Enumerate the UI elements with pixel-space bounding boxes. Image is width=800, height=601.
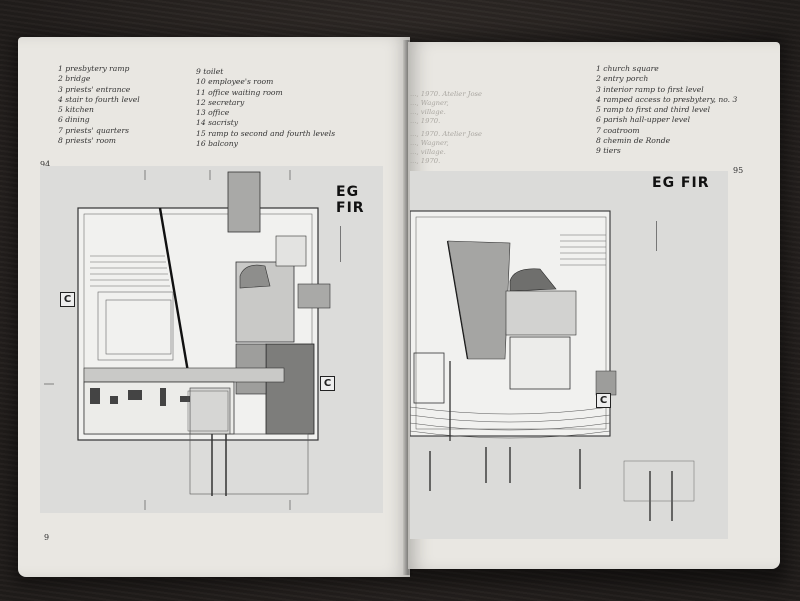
left-page-number: 94 [40, 160, 51, 169]
left-plan-drawing [40, 166, 383, 513]
legend-item: 3 priests' entrance [58, 84, 131, 94]
section-marker-left: C [60, 292, 75, 307]
plan-legend-block [340, 226, 367, 262]
legend-item: 1 church square [596, 64, 659, 73]
legend-item: 7 priests' quarters [58, 125, 129, 135]
legend-item: 2 bridge [58, 74, 91, 84]
legend-item: 9 tiers [596, 146, 621, 156]
legend-item: 7 coatroom [596, 125, 640, 135]
faint-line: ..., 1970. [410, 117, 441, 125]
legend-item: 14 sacristy [196, 118, 239, 128]
legend-item: 9 toilet [196, 67, 224, 76]
legend-item: 4 ramped access to presbytery, no. 3 [596, 94, 738, 104]
left-floor-plan: EG FIR C C [40, 166, 383, 513]
legend-item: 8 priests' room [58, 136, 116, 146]
legend-item: 13 office [196, 108, 230, 118]
legend-item: 6 dining [58, 115, 90, 125]
faint-bleed-text: ..., 1970. Atelier Jose ..., Wagner, ...… [410, 90, 482, 166]
legend-item: 6 parish hall-upper level [596, 115, 691, 125]
legend-item: 10 employee's room [196, 77, 274, 87]
legend-item: 5 kitchen [58, 105, 94, 115]
plan-legend-block [656, 221, 681, 251]
faint-line: ..., Wagner, [410, 139, 449, 147]
faint-line: ..., 1970. Atelier Jose [410, 130, 483, 138]
legend-item: 12 secretary [196, 97, 245, 107]
right-plan-drawing [410, 171, 728, 539]
legend-item: 3 interior ramp to first level [596, 84, 704, 94]
right-plan-stamp: EG FIR [652, 175, 710, 191]
faint-line: ..., 1970. Atelier Jose [410, 90, 483, 98]
faint-line: ..., village. [410, 148, 446, 156]
section-marker-right: C [320, 376, 335, 391]
legend-item: 11 office waiting room [196, 87, 283, 97]
faint-line: ..., village. [410, 108, 446, 116]
left-bottom-number: 9 [44, 533, 50, 542]
legend-item: 2 entry porch [596, 74, 649, 84]
legend-item: 15 ramp to second and fourth levels [196, 128, 336, 138]
right-page-number: 95 [733, 166, 744, 175]
section-marker: C [596, 393, 611, 408]
right-floor-plan: EG FIR C [410, 171, 728, 539]
left-plan-stamp: EG FIR [336, 184, 365, 216]
legend-item: 1 presbytery ramp [58, 64, 130, 73]
legend-item: 8 chemin de Ronde [596, 136, 671, 146]
legend-item: 4 stair to fourth level [58, 94, 140, 104]
right-legend: 1 church square 2 entry porch 3 interior… [596, 64, 737, 157]
legend-item: 5 ramp to first and third level [596, 105, 711, 115]
legend-item: 16 balcony [196, 139, 238, 149]
faint-line: ..., 1970. [410, 157, 441, 165]
left-legend-column-2: 9 toilet 10 employee's room 11 office wa… [196, 67, 335, 149]
faint-line: ..., Wagner, [410, 99, 449, 107]
left-legend-column-1: 1 presbytery ramp 2 bridge 3 priests' en… [58, 64, 140, 146]
